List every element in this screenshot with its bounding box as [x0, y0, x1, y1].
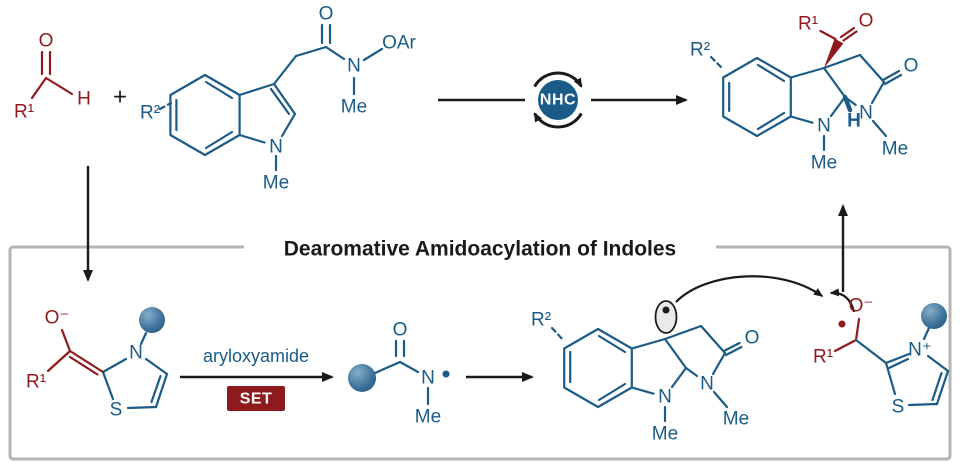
set-badge [227, 386, 285, 411]
indole-ring-me-label: Me [263, 173, 289, 194]
product-structure: R² R¹ O O N Me N Me H [690, 11, 918, 174]
adduct-lactam-n-label: N [700, 374, 714, 395]
breslow-intermediate-structure: O⁻ R¹ N S [26, 307, 169, 421]
product-bonds [709, 53, 903, 152]
nhc-reaction-arrow: NHC [438, 67, 688, 133]
adduct-ring-me-label: Me [652, 424, 678, 445]
product-ring-me-label: Me [811, 153, 837, 174]
amide-n-label: N [347, 56, 361, 77]
breslow-n-label: N [129, 343, 143, 364]
oar-label: OAr [382, 33, 416, 54]
azolium-red-bonds [833, 317, 861, 353]
amidyl-bonds [373, 339, 430, 406]
breslow-enol-bonds [46, 328, 105, 376]
indole-ring-n-label: N [269, 137, 283, 158]
azolium-r1-label: R¹ [813, 347, 833, 368]
catalyst-sphere-icon [139, 307, 165, 333]
set-badge-label: SET [240, 391, 273, 408]
plus-sign: + [113, 84, 127, 111]
amide-me-label: Me [341, 97, 367, 118]
amidyl-o-label: O [393, 320, 408, 341]
azolium-radical-structure: O⁻ R¹ N⁺ S [813, 296, 950, 418]
aldehyde-o-label: O [39, 31, 54, 52]
radical-orbital-lobe [654, 300, 678, 334]
azolium-n-plus-label: N⁺ [908, 340, 932, 361]
radical-dot [442, 370, 450, 378]
breslow-ring-bonds [101, 331, 169, 410]
set-step-arrow: aryloxyamide SET [180, 346, 334, 411]
product-ring-n-label: N [817, 116, 831, 137]
aldehyde-structure: O R¹ H [14, 31, 91, 123]
nhc-badge-label: NHC [540, 92, 576, 109]
curved-arrow-small [829, 288, 856, 313]
indole-bonds [158, 23, 384, 172]
aryloxyamide-label: aryloxyamide [203, 346, 309, 366]
catalyst-sphere-icon [921, 303, 947, 329]
title-mask [244, 235, 716, 262]
aldehyde-r1-label: R¹ [14, 102, 34, 123]
radical-dot [662, 306, 670, 314]
amidyl-n-label: N [421, 368, 435, 389]
product-lactam-o-label: O [904, 56, 919, 77]
product-r2-label: R² [690, 40, 710, 61]
indole-r2-label: R² [140, 103, 160, 124]
radical-adduct-bonds [550, 324, 743, 423]
product-h-label: H [847, 111, 861, 132]
radical-adduct-structure: R² O N Me N Me [531, 300, 760, 445]
curved-arrow-large [675, 275, 824, 303]
scheme-title: Dearomative Amidoacylation of Indoles [284, 238, 676, 261]
azolium-o-minus-label: O⁻ [849, 296, 874, 317]
azolium-ring-bonds [854, 326, 950, 407]
amidyl-me-label: Me [415, 407, 441, 428]
product-r1-label: R¹ [798, 14, 818, 35]
adduct-r2-label: R² [531, 310, 551, 331]
azolium-s-label: S [892, 397, 905, 418]
amidyl-radical-structure: O N Me [348, 320, 450, 428]
amide-o-label: O [319, 4, 334, 25]
product-lactam-n-label: N [859, 103, 873, 124]
nhc-catalyst-badge [538, 80, 578, 120]
adduct-lactam-me-label: Me [723, 409, 749, 430]
product-lactam-me-label: Me [882, 139, 908, 160]
aldehyde-bonds [30, 50, 74, 100]
breslow-s-label: S [110, 400, 123, 421]
radical-dot [838, 320, 846, 328]
aldehyde-h-label: H [77, 89, 91, 110]
wedge-bond [824, 38, 844, 68]
product-acyl-o-label: O [859, 11, 874, 32]
adduct-lactam-o-label: O [745, 328, 760, 349]
cycle-arrow-top-icon [533, 71, 583, 88]
adduct-ring-n-label: N [658, 387, 672, 408]
acyl-azolium-sphere-icon [348, 364, 376, 392]
breslow-o-minus-label: O⁻ [45, 308, 70, 329]
mechanism-box [8, 245, 952, 461]
product-acyl-bonds [819, 26, 858, 68]
breslow-r1-label: R¹ [26, 372, 46, 393]
indole-substrate-structure: R² O N OAr Me N Me [140, 4, 417, 194]
cycle-arrow-bottom-icon [533, 112, 583, 129]
